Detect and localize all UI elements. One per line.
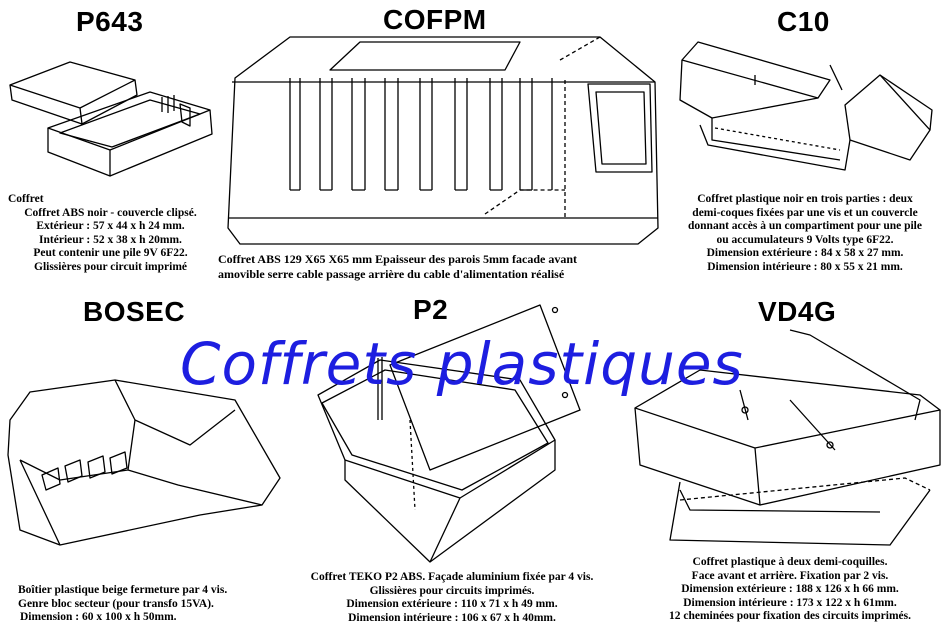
desc-cofpm: Coffret ABS 129 X65 X65 mm Epaisseur des… <box>218 252 577 282</box>
illustration-p2 <box>317 304 581 563</box>
desc-line: Coffret plastique à deux demi-coquilles. <box>692 556 888 568</box>
desc-line: amovible serre cable passage arrière du … <box>218 267 565 281</box>
desc-line: Dimension extérieure : 188 x 126 x h 66 … <box>681 583 899 595</box>
desc-line: Genre bloc secteur (pour transfo 15VA). <box>18 597 214 610</box>
illustration-vd4g <box>634 329 941 546</box>
desc-vd4g: Coffret plastique à deux demi-coquilles.… <box>640 556 940 624</box>
desc-line: demi-coques fixées par une vis et un cou… <box>692 206 918 219</box>
desc-c10: Coffret plastique noir en trois parties … <box>665 193 945 274</box>
desc-line: Coffret ABS 129 X65 X65 mm Epaisseur des… <box>218 252 577 266</box>
illustration-p643 <box>9 61 213 177</box>
desc-line: Peut contenir une pile 9V 6F22. <box>33 247 188 259</box>
illustration-c10 <box>679 41 933 171</box>
title-c10: C10 <box>777 6 830 37</box>
desc-bosec: Boîtier plastique beige fermeture par 4 … <box>18 584 227 625</box>
desc-line: Dimension extérieure : 110 x 71 x h 49 m… <box>346 598 558 610</box>
desc-line: 12 cheminées pour fixation des circuits … <box>668 610 912 622</box>
desc-line: donnant accès à un compartiment pour une… <box>688 220 922 232</box>
desc-p2: Coffret TEKO P2 ABS. Façade aluminium fi… <box>282 571 622 625</box>
title-vd4g: VD4G <box>758 296 837 327</box>
illustration-cofpm <box>227 36 659 245</box>
title-cofpm: COFPM <box>383 4 487 35</box>
desc-line: Dimension : 60 x 100 x h 50mm. <box>20 611 177 623</box>
desc-line: Intérieur : 52 x 38 x h 20mm. <box>39 233 182 246</box>
desc-line: Dimension extérieure : 84 x 58 x 27 mm. <box>706 247 904 259</box>
title-p2: P2 <box>413 294 449 325</box>
desc-line: Face avant et arrière. Fixation par 2 vi… <box>691 569 889 582</box>
desc-line: Coffret plastique noir en trois parties … <box>697 193 913 205</box>
title-bosec: BOSEC <box>83 296 186 327</box>
desc-line: Boîtier plastique beige fermeture par 4 … <box>18 584 228 596</box>
desc-p643: Coffret Coffret ABS noir - couvercle cli… <box>8 193 213 274</box>
desc-line: Extérieur : 57 x 44 x h 24 mm. <box>36 220 185 232</box>
desc-line: Dimension intérieure : 80 x 55 x 21 mm. <box>707 260 903 273</box>
title-p643: P643 <box>76 6 144 37</box>
desc-line: Coffret TEKO P2 ABS. Façade aluminium fi… <box>310 571 594 583</box>
desc-line: Coffret <box>8 193 44 205</box>
illustration-bosec <box>7 379 281 546</box>
desc-line: Coffret ABS noir - couvercle clipsé. <box>24 206 197 219</box>
desc-line: Dimension intérieure : 173 x 122 x h 61m… <box>683 596 897 609</box>
desc-line: Dimension intérieure : 106 x 67 x h 40mm… <box>348 611 556 624</box>
desc-line: ou accumulateurs 9 Volts type 6F22. <box>716 233 894 246</box>
desc-line: Glissières pour circuit imprimé <box>34 260 187 273</box>
desc-line: Glissières pour circuits imprimés. <box>369 584 535 597</box>
banner-title: Coffrets plastiques <box>180 330 744 398</box>
